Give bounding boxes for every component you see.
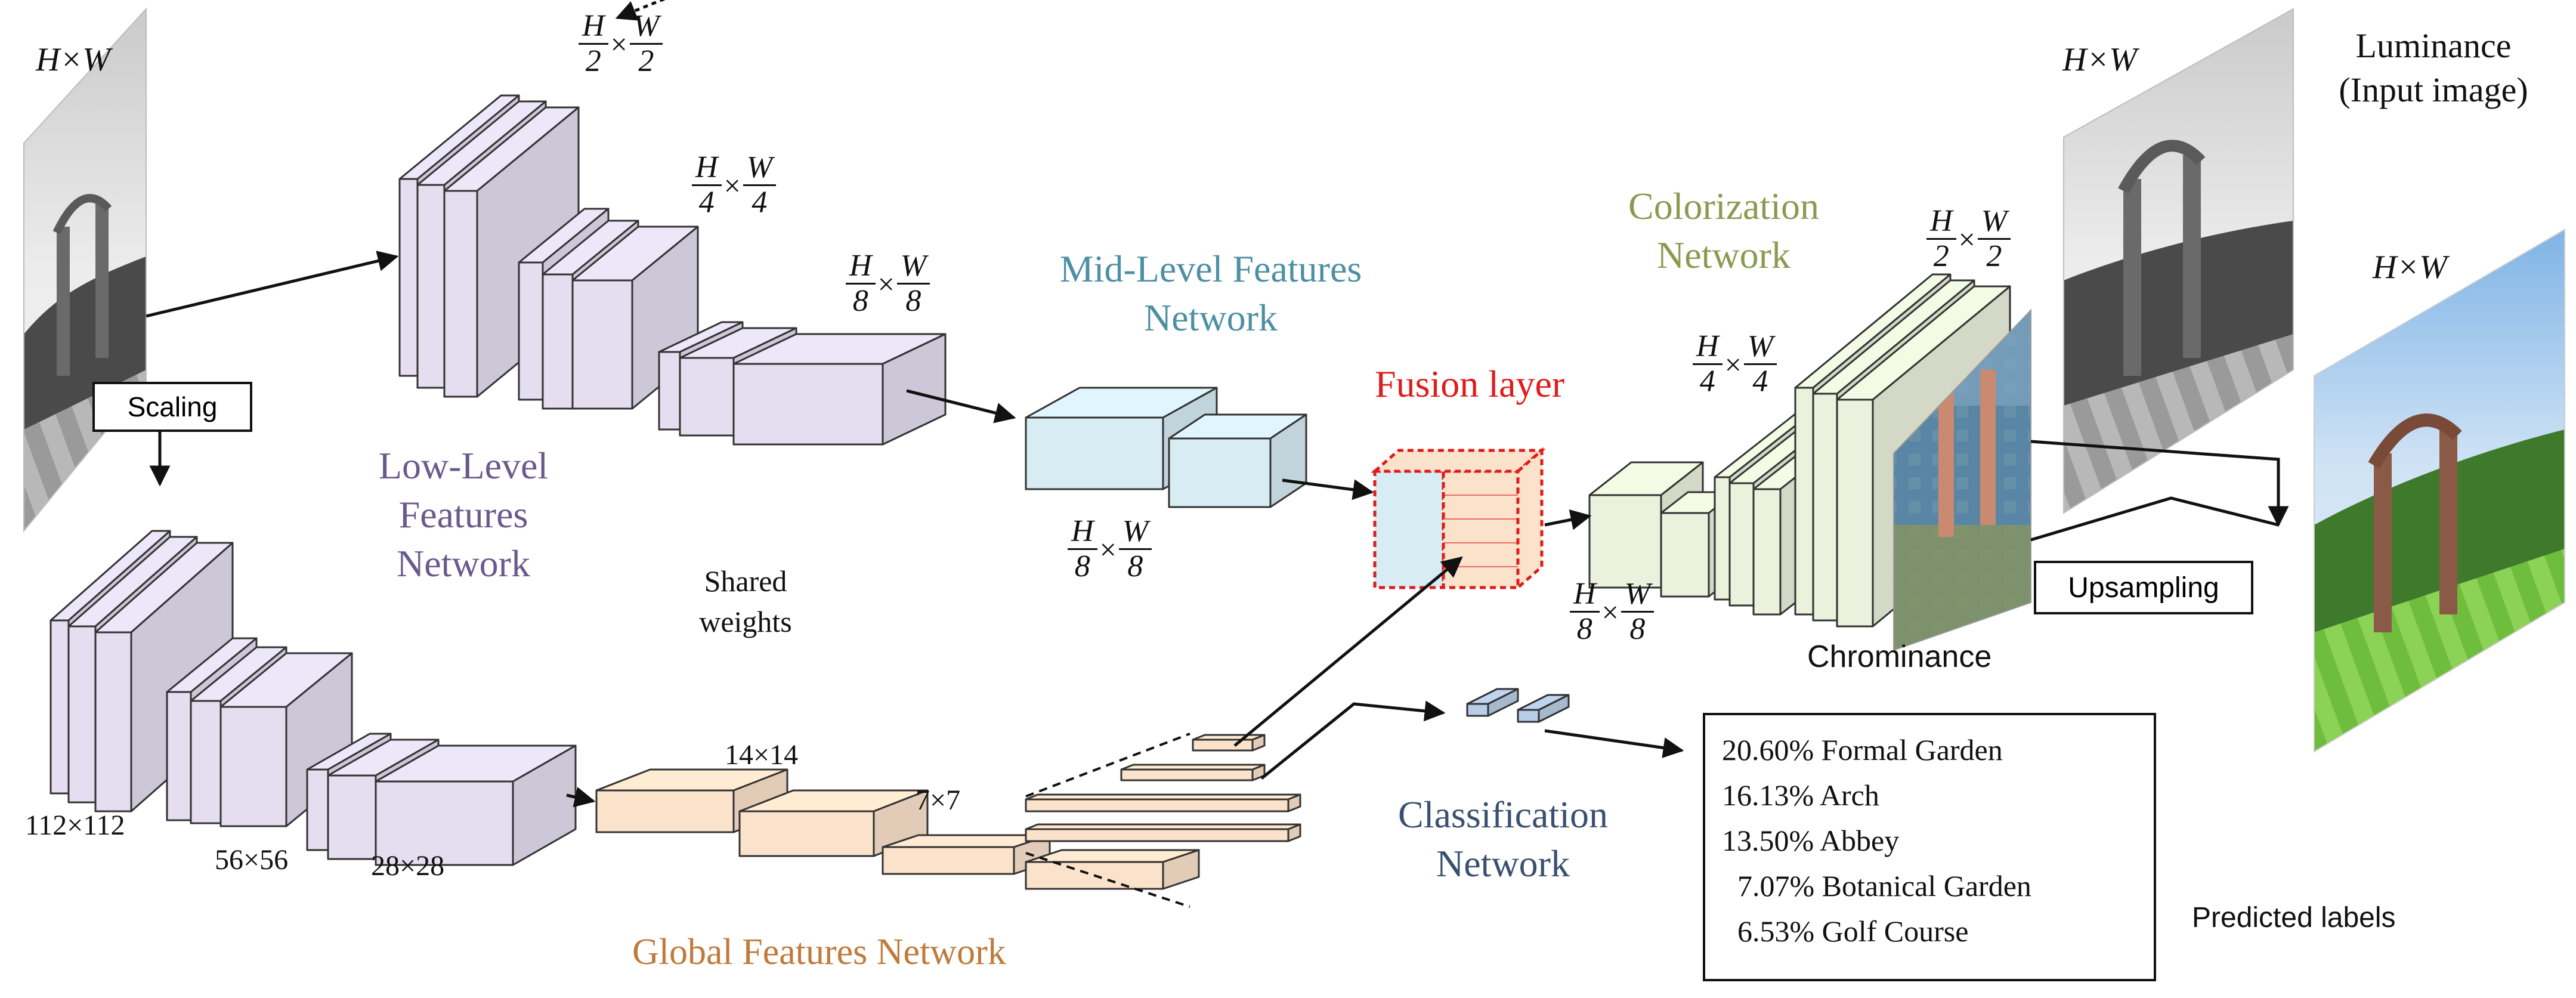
arrow-fusion-to-col [1544, 509, 1592, 530]
upsampling-box: Upsampling [2034, 561, 2253, 614]
global-dashed-guides [1025, 733, 1190, 908]
input-image [24, 9, 146, 531]
arrow-shared-weights [615, 0, 849, 21]
low-block-9 [732, 333, 947, 446]
dim-56: 56×56 [215, 844, 289, 876]
arrow-low2-to-global [566, 787, 596, 808]
upsampling-label: Upsampling [2068, 571, 2219, 604]
prediction-row: 7.07% Botanical Garden [1737, 869, 2031, 903]
arrow-global-to-class [1260, 700, 1446, 780]
luminance-image [2064, 9, 2293, 513]
mid-block-2 [1168, 413, 1307, 508]
global-fc-1 [1192, 734, 1266, 752]
global-block-3 [882, 834, 1051, 875]
class-block-1 [1466, 688, 1519, 717]
arrow-mid-to-fusion [1282, 478, 1374, 500]
arrow-input-to-low [146, 251, 399, 318]
arrow-class-to-pred [1544, 729, 1684, 758]
output-image [2314, 230, 2565, 752]
network-blocks [50, 94, 2011, 890]
class-block-2 [1517, 694, 1570, 723]
global-fc-3 [1025, 793, 1301, 812]
predictions-box: 20.60% Formal Garden 16.13% Arch 13.50% … [1703, 713, 2156, 981]
scaling-box: Scaling [92, 382, 252, 432]
dim-112: 112×112 [25, 809, 125, 841]
prediction-row: 13.50% Abbey [1722, 824, 1900, 857]
arrow-low-to-mid [906, 389, 1016, 424]
dim-14: 14×14 [725, 739, 799, 771]
output-dim-label: H×W [2373, 249, 2447, 286]
prediction-row: 6.53% Golf Course [1737, 914, 1969, 948]
dim-7: 7×7 [916, 784, 961, 816]
scaling-label: Scaling [127, 391, 218, 422]
predicted-labels-caption: Predicted labels [2192, 902, 2396, 934]
prediction-row: 16.13% Arch [1722, 778, 1879, 812]
dim-28: 28×28 [371, 850, 445, 882]
fusion-layer-title: Fusion layer [1375, 363, 1565, 405]
arrow-chroma-to-out [2030, 496, 2279, 542]
low2-block-9 [375, 744, 577, 866]
arrow-global-to-fusion [1233, 556, 1463, 747]
arrow-lum-to-out [2030, 440, 2289, 527]
mid-block-1 [1025, 387, 1218, 490]
luminance-dim-label: H×W [2062, 41, 2137, 78]
prediction-row: 20.60% Formal Garden [1722, 733, 2003, 767]
connector-arrows [146, 0, 2289, 808]
input-dim-label: H×W [36, 41, 110, 78]
chrominance-label: Chrominance [1807, 639, 1992, 674]
global-block-4 [1025, 849, 1200, 890]
fusion-layer [1371, 447, 1546, 591]
luminance-label: Luminance(Input image) [2339, 26, 2528, 109]
global-network-title: Global Features Network [632, 932, 1006, 972]
global-fc-2 [1120, 764, 1266, 781]
global-fc-4 [1025, 823, 1301, 842]
